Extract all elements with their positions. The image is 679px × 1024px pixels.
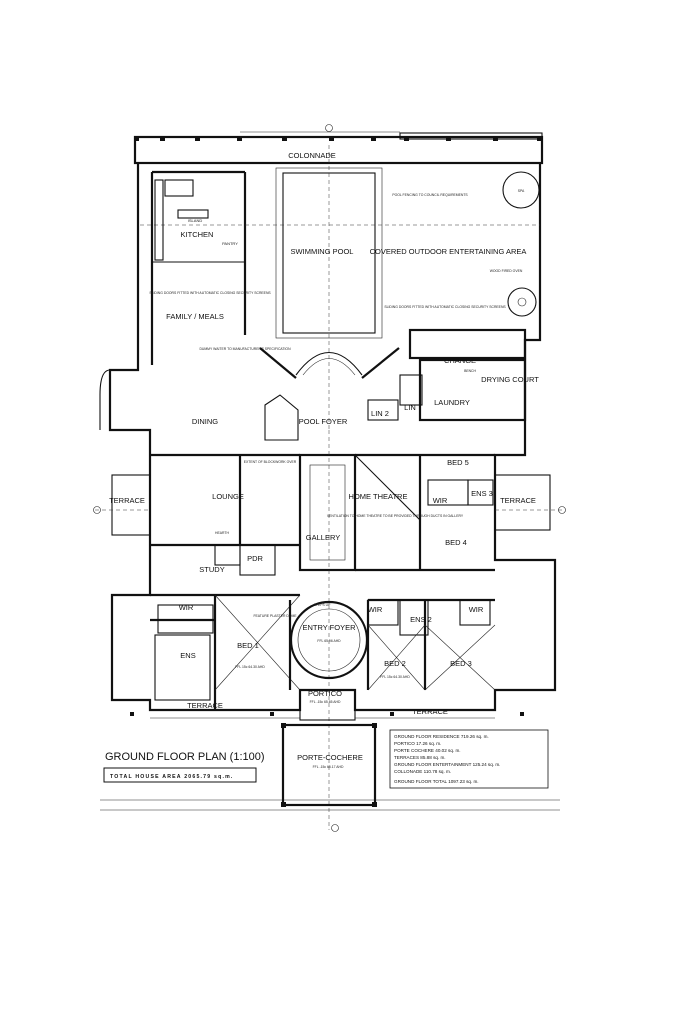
spa-outline [502,171,540,209]
note-theatre-vent: VENTILATION TO HOME THEATRE TO BE PROVID… [327,514,464,518]
note-hearth: HEARTH [215,531,229,535]
label-bed3: BED 3 [450,659,472,668]
label-study: STUDY [199,565,224,574]
label-wir-upper: WIR [433,496,448,505]
label-swimming-pool: SWIMMING POOL [291,247,354,256]
label-island: ISLAND [188,218,203,223]
label-gallery: GALLERY [306,533,340,542]
spiral-stair [507,287,537,317]
label-home-theatre: HOME THEATRE [349,492,408,501]
label-terrace-left: TERRACE [109,496,145,505]
pool-foyer-stair [295,351,363,376]
label-lounge: LOUNGE [212,492,244,501]
note-bench: BENCH [464,369,476,373]
label-entry-foyer: ENTRY FOYER [302,623,356,632]
note-pool-fencing: POOL FENCING TO COUNCIL REQUIREMENTS [392,193,468,197]
area-row-5: COLLONADE 110.78 sq. m. [394,769,451,774]
label-terrace-bottom-right: TERRACE [412,707,448,716]
label-bed1: BED 1 [237,641,259,650]
colonnade-outline [133,135,544,165]
label-ens3: ENS 3 [471,489,493,498]
colonnade-columns [134,136,542,141]
label-wir-right: WIR [469,605,484,614]
label-bed5: BED 5 [447,458,469,467]
label-terrace-bottom-left: TERRACE [187,701,223,710]
label-wir-mid: WIR [368,605,383,614]
note-ffl-bed2: FFL 15c 64.30 AHD [380,675,410,679]
label-bed2: BED 2 [384,659,406,668]
label-bed4: BED 4 [445,538,467,547]
note-sliding-doors-right: SLIDING DOORS FITTED WITH AUTOMATIC CLOS… [384,305,506,309]
label-dining: DINING [192,417,218,426]
area-schedule-box [389,729,549,789]
area-row-4: GROUND FLOOR ENTERTAINMENT 125.24 sq. m. [394,762,500,767]
total-house-area: TOTAL HOUSE AREA 2065.79 sq.m. [110,774,234,780]
label-laundry: LAUNDRY [434,398,470,407]
label-pool-foyer: POOL FOYER [299,417,348,426]
label-colonnade: COLONNADE [288,151,336,160]
label-covered-outdoor: COVERED OUTDOOR ENTERTAINING AREA [370,247,527,256]
label-drying-court: DRYING COURT [481,375,539,384]
area-row-3: TERRACES 85.88 sq. m. [394,755,446,760]
label-change: CHANGE [444,356,476,365]
note-wood-fired-oven: WOOD FIRED OVEN [490,269,523,273]
label-family-meals: FAMILY / MEALS [166,312,224,321]
area-row-6: GROUND FLOOR TOTAL 1097.23 sq. m. [394,779,479,784]
area-row-2: PORTE COCHERE 40.02 sq. m. [394,748,461,753]
label-kitchen: KITCHEN [181,230,214,239]
label-lin2: LIN 2 [371,409,389,418]
plan-title: GROUND FLOOR PLAN (1:100) [105,751,265,763]
label-ens2: ENS 2 [410,615,432,624]
note-ffl-porte: FFL -15c 65.17 AHD [313,765,344,769]
porte-cochere-outline [281,723,377,807]
label-lin: LIN [404,403,416,412]
note-dummy-waiter: DUMMY WAITER TO MANUFACTURER'S SPECIFICA… [199,347,291,351]
note-ffl-bed1: FFL 15c 64.30 AHD [235,665,265,669]
note-feature-plaster-dome: FEATURE PLASTER DOME [253,614,297,618]
label-terrace-right: TERRACE [500,496,536,505]
label-portico: PORTICO [308,689,342,698]
note-blockwork: EXTENT OF BLOCKWORK OVER [244,460,297,464]
note-steps-up: STEPS UP [314,603,332,607]
label-ens-left: ENS [180,651,195,660]
label-porte-cochere: PORTE-COCHERE [297,753,363,762]
note-sliding-doors-left: SLIDING DOORS FITTED WITH AUTOMATIC CLOS… [149,291,271,295]
gallery-outline [298,453,357,572]
area-row-1: PORTICO 17.26 sq. m. [394,741,441,746]
terrace-right-outline [494,474,551,531]
area-row-0: GROUND FLOOR RESIDENCE 719.26 sq. m. [394,734,489,739]
label-wir-left: WIR [179,603,194,612]
note-spa: SPA [518,189,525,193]
label-pdr: PDR [247,554,263,563]
note-ffl-portico: FFL -15c 65.65 AHD [310,700,341,704]
note-ffl-foyer: FFL 65.96 AHD [317,639,341,643]
label-pantry: PANTRY [222,241,238,246]
